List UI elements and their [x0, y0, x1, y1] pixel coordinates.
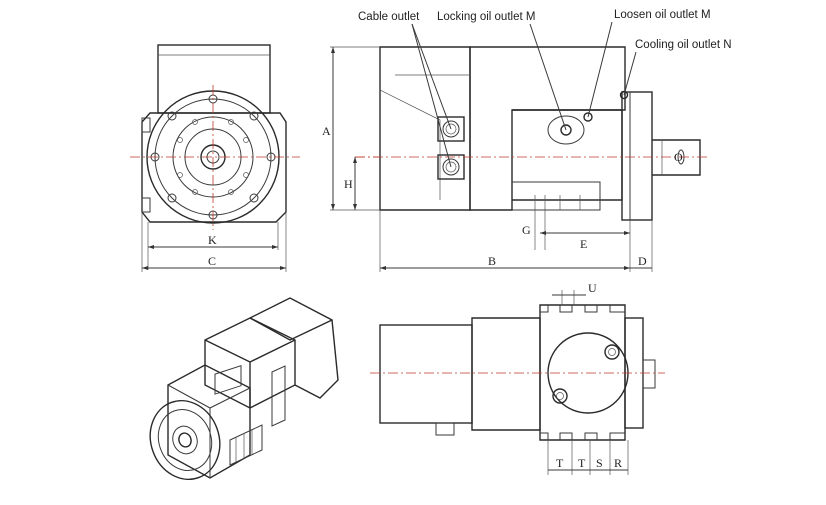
dim-e: E: [580, 237, 587, 251]
dim-g: G: [522, 223, 531, 237]
top-view: U T T S R: [370, 281, 665, 475]
dim-t2: T: [578, 456, 586, 470]
side-view: A H B D G E O: [322, 46, 710, 272]
isometric-view: [149, 297, 339, 481]
dim-d: D: [638, 254, 647, 268]
dim-h: H: [344, 177, 353, 191]
front-view: K C: [130, 44, 300, 272]
dim-o: O: [674, 150, 683, 164]
callout-loosen-oil-outlet: Loosen oil outlet M: [614, 9, 711, 21]
callouts: Cable outlet Locking oil outlet M Loosen…: [358, 9, 732, 168]
dim-k: K: [208, 233, 217, 247]
callout-cooling-oil-outlet: Cooling oil outlet N: [635, 39, 732, 51]
callout-locking-oil-outlet: Locking oil outlet M: [437, 11, 535, 23]
dim-t1: T: [556, 456, 564, 470]
callout-cable-outlet: Cable outlet: [358, 11, 420, 23]
dim-u: U: [588, 281, 597, 295]
dim-r: R: [614, 456, 622, 470]
dim-b: B: [488, 254, 496, 268]
dim-a: A: [322, 124, 331, 138]
dim-c: C: [208, 254, 216, 268]
dim-s: S: [596, 456, 603, 470]
